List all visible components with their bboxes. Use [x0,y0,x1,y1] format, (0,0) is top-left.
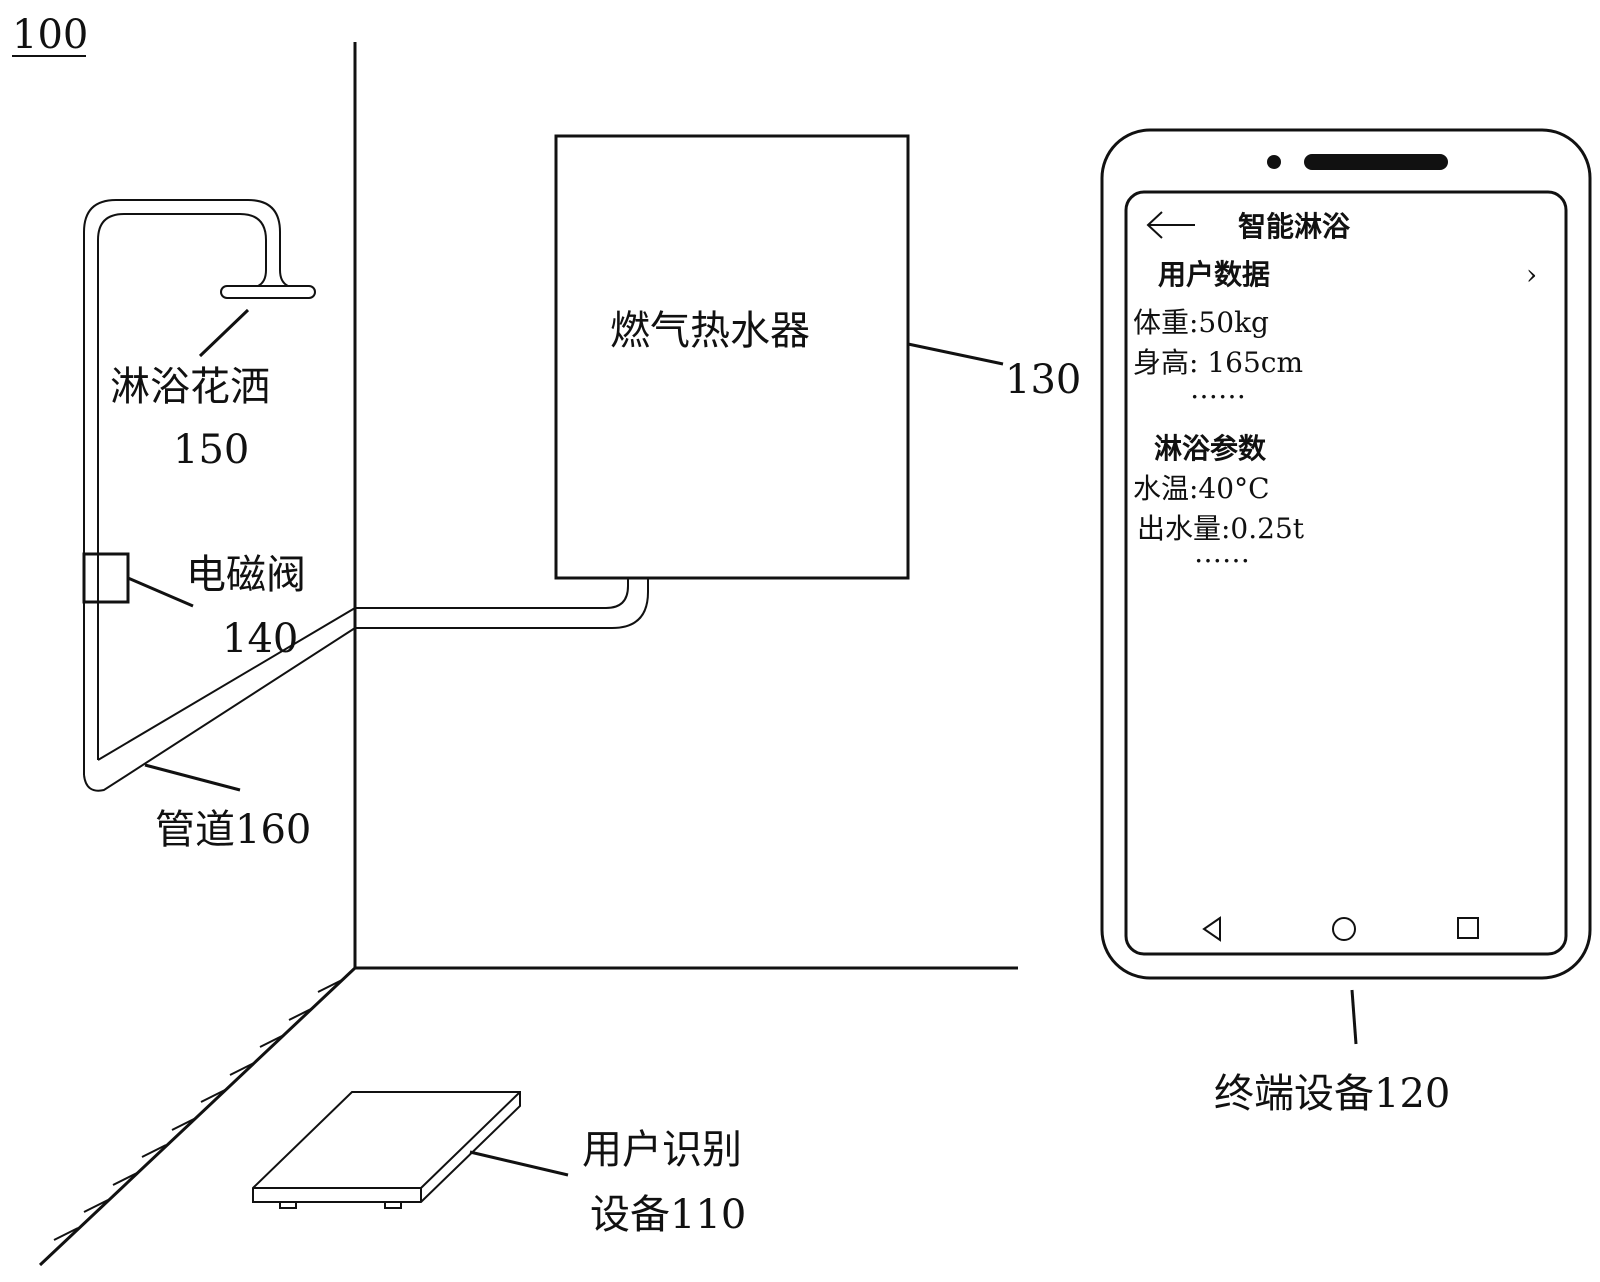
water-flow: 出水量:0.25t [1137,512,1305,545]
terminal-leader [1350,989,1358,1045]
phone-camera-icon [1267,155,1281,169]
valve-label: 电磁阀 [186,552,306,598]
recognizer-leader [469,1150,569,1177]
recognizer-label-line1: 用户识别 [582,1127,742,1173]
recognizer-label-line2: 设备110 [590,1192,746,1238]
home-circle-icon[interactable] [1332,917,1356,941]
shower-params-more: …… [1194,536,1250,569]
valve-ref: 140 [222,616,298,662]
shower-params-section[interactable]: 淋浴参数 [1154,432,1267,465]
shower-head-icon [220,269,316,299]
water-temperature: 水温:40°C [1133,472,1270,505]
phone-speaker-icon [1304,154,1448,170]
solenoid-valve-icon [82,552,130,604]
back-triangle-icon[interactable] [1202,916,1221,942]
heater-pipe [355,578,649,629]
shower-head-leader [198,308,250,358]
shower-pipe [83,199,356,792]
floor-edge-line [38,966,357,1267]
phone-screen [1124,190,1568,956]
user-data-section[interactable]: 用户数据 [1158,258,1270,291]
pipe-label: 管道160 [155,807,311,853]
arrow-left-icon[interactable] [1146,211,1195,239]
gas-water-heater-box [554,134,910,580]
shower-head-ref: 150 [173,427,249,473]
recent-square-icon[interactable] [1457,917,1479,939]
user-recognition-device-icon [252,1091,521,1209]
shower-head-label: 淋浴花洒 [110,364,270,410]
heater-ref: 130 [1005,357,1081,403]
heater-label: 燃气热水器 [610,308,810,354]
heater-leader [907,342,1004,366]
figure-number: 100 [12,12,88,58]
user-data-more: …… [1190,372,1246,405]
phone-screen-title: 智能淋浴 [1238,210,1351,243]
pipe-leader [144,763,241,792]
user-weight: 体重:50kg [1133,306,1269,339]
floor-hatching [53,979,343,1241]
user-height: 身高: 165cm [1133,346,1303,379]
terminal-label: 终端设备120 [1214,1071,1450,1117]
chevron-right-icon[interactable]: › [1526,258,1537,291]
phone-body [1100,128,1592,980]
valve-leader [127,576,194,608]
